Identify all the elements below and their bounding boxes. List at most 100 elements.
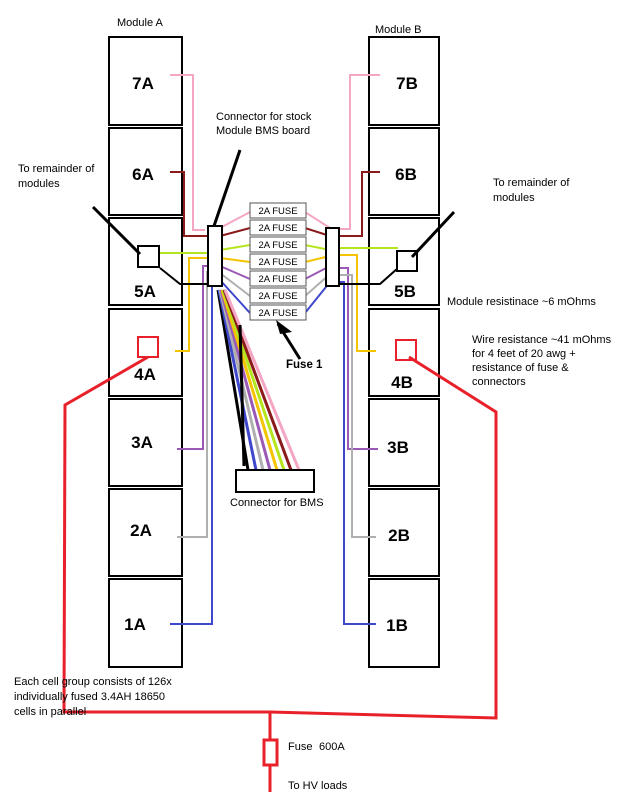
cell-1b [368,578,440,668]
wire-5a-black [159,267,212,285]
cell-label-7b: 7B [396,74,418,93]
cell-group-label: individually fused 3.4AH 18650 [14,691,165,703]
connector-bms-label: Connector for BMS [230,497,324,509]
harness-lime [221,289,286,471]
cell-group-label: Each cell group consists of 126x [14,676,172,688]
wire-5b-black [338,267,399,285]
fuse-label: 2A FUSE [258,274,297,285]
cell-group-label: cells in parallel [14,706,86,718]
wire-4a [175,257,210,352]
cell-2a [108,488,183,577]
module-a-title: Module A [117,17,164,29]
module-a [108,36,183,668]
hv-loads-label: To HV loads [288,780,348,792]
fuse-label: 2A FUSE [258,223,297,234]
fuse-boxes: 2A FUSE 2A FUSE 2A FUSE 2A FUSE 2A FUSE … [249,202,307,321]
cell-label-5b: 5B [394,282,416,301]
fuse-box [249,287,307,304]
wire-resistance-label: for 4 feet of 20 awg + [472,348,576,360]
power-wire-left [62,355,270,714]
wire-7a [170,74,205,231]
cell-2b [368,488,440,577]
cell-3a [108,398,183,487]
cell-1a [108,578,183,668]
fuse-box [249,270,307,287]
power-wire-right [269,355,498,720]
fuse-label: 2A FUSE [258,257,297,268]
wire-3b [338,267,378,450]
fuse1-arrowhead [276,320,292,334]
cell-label-1b: 1B [386,616,408,635]
cell-label-1a: 1A [124,615,146,634]
wire-resistance-label: Wire resistance ~41 mOhms [472,334,612,346]
wire-1b [338,281,376,625]
fuse1-label: Fuse 1 [286,359,323,371]
connector-stock-label: Connector for stock [216,111,312,123]
cell-label-4a: 4A [134,365,156,384]
cell-label-2b: 2B [388,526,410,545]
cell-label-7a: 7A [132,74,154,93]
connector-stock-label: Module BMS board [216,125,310,137]
fuse-box [249,202,307,219]
bms-connector [235,469,315,493]
harness-darkred [222,289,293,471]
cell-label-3a: 3A [131,433,153,452]
fuse-box [249,236,307,253]
stock-bms-connector-right [325,227,340,287]
cell-label-5a: 5A [134,282,156,301]
wire-6a [170,171,210,237]
module-b-cell-labels: 7B 6B 5B 4B 3B 2B 1B [386,74,418,635]
pointer-stock-connector [212,149,242,227]
module-a-cell-labels: 7A 6A 5A 4A 3A 2A 1A [124,74,156,634]
pointer-remainder-right [410,210,456,259]
pointer-lines [91,149,456,467]
harness-pink [223,289,301,471]
fuse-box [249,219,307,236]
remainder-left-label: To remainder of [18,163,95,175]
pointer-remainder-left [91,205,142,256]
wire-6b [338,171,380,237]
harness-yellow [220,289,279,471]
main-power-wiring [62,355,498,792]
wire-resistance-label: connectors [472,376,526,388]
wire-3a [177,265,210,450]
cell-label-6b: 6B [395,165,417,184]
remainder-right-label: modules [493,192,535,204]
tap-square-5a [137,245,160,268]
harness-blue [217,289,258,471]
wire-1a [170,279,213,625]
fuse-label: 2A FUSE [258,240,297,251]
wire-2b [338,274,376,538]
fuse-label: 2A FUSE [258,291,297,302]
fuse-box [249,304,307,321]
main-fuse-symbol [262,738,279,767]
main-fuse-label: Fuse [288,741,312,753]
cell-7b [368,36,440,126]
cell-6a [108,127,183,216]
cell-label-6a: 6A [132,165,154,184]
wire-resistance-label: resistance of fuse & [472,362,569,374]
power-tap-4a [137,336,159,358]
fuse-label: 2A FUSE [258,206,297,217]
module-b-wires [338,74,399,625]
stock-bms-connector-left [207,225,223,287]
fuse-label: 2A FUSE [258,308,297,319]
harness-purple [219,289,272,471]
cell-label-3b: 3B [387,438,409,457]
remainder-right-label: To remainder of [493,177,570,189]
cell-label-2a: 2A [130,521,152,540]
remainder-left-label: modules [18,178,60,190]
cell-label-4b: 4B [391,373,413,392]
cell-3b [368,398,440,487]
cell-7a [108,36,183,126]
pointer-bms-connector [238,324,246,467]
power-tap-4b [395,339,417,361]
module-resistance-label: Module resistinace ~6 mOhms [447,296,596,308]
fuse-box [249,253,307,270]
module-b-title: Module B [375,24,421,36]
wire-7b [338,74,380,230]
bms-harness [216,289,301,471]
main-fuse-rating: 600A [319,741,345,753]
wire-4b [338,254,376,352]
